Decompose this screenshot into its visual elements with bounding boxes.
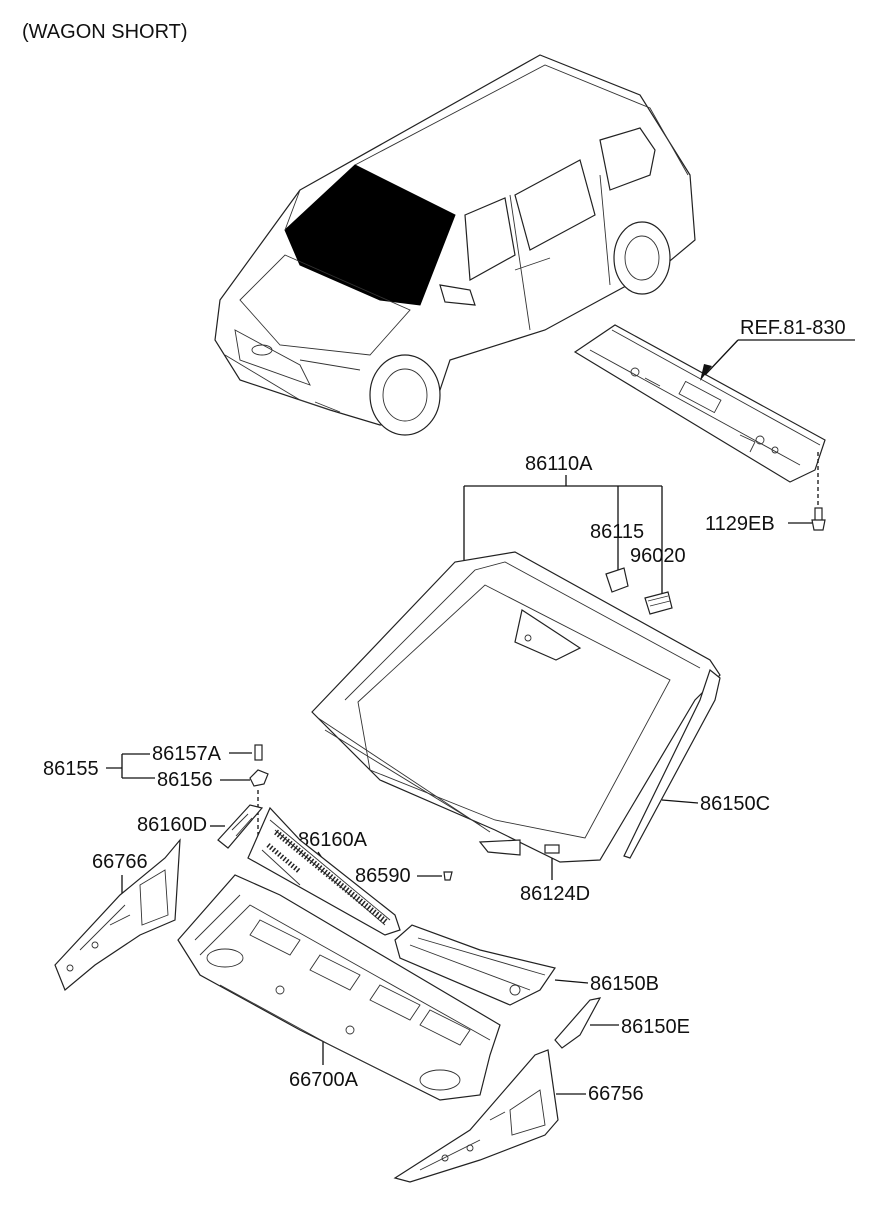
label-86150b: 86150B <box>590 973 659 995</box>
diagram-title: (WAGON SHORT) <box>22 21 188 43</box>
arrow-ref <box>700 364 712 381</box>
part-66766 <box>54 838 181 991</box>
part-86160d <box>217 804 264 849</box>
leader-86110a <box>463 475 663 595</box>
part-86160d-detail <box>231 813 253 837</box>
windshield-glass <box>311 551 721 863</box>
part-86150e <box>554 997 602 1049</box>
label-86124d: 86124D <box>520 883 590 905</box>
label-96020: 96020 <box>630 545 686 567</box>
label-66766: 66766 <box>92 851 148 873</box>
part-86150b <box>394 924 556 1006</box>
label-ref: REF.81-830 <box>740 317 846 339</box>
label-86150c: 86150C <box>700 793 770 815</box>
leader-86150b <box>554 979 589 984</box>
label-86157a: 86157A <box>152 743 222 765</box>
part-66700a <box>177 874 501 1101</box>
part-86157a <box>254 744 263 761</box>
label-86155: 86155 <box>43 758 99 780</box>
label-86160d: 86160D <box>137 814 207 836</box>
label-86110a: 86110A <box>525 453 593 475</box>
part-86160a <box>247 806 401 936</box>
part-96020-hatch <box>647 595 671 607</box>
clip-86590 <box>443 871 453 881</box>
leader-86155 <box>106 753 155 779</box>
part-66756 <box>393 1049 559 1183</box>
part-86115 <box>605 567 629 593</box>
leader-86150c <box>661 799 699 804</box>
roof-panel-ref <box>573 324 826 483</box>
label-86115: 86115 <box>590 521 644 543</box>
label-86150e: 86150E <box>621 1016 690 1038</box>
bolt-1129eb <box>811 507 826 531</box>
label-66756: 66756 <box>588 1083 644 1105</box>
label-66700a: 66700A <box>289 1069 359 1091</box>
leader-86157a-86156 <box>220 752 252 781</box>
label-86160a: 86160A <box>298 829 368 851</box>
label-1129eb: 1129EB <box>705 513 775 535</box>
vehicle-illustration <box>214 54 696 436</box>
label-86156: 86156 <box>157 769 213 791</box>
molding-86150c <box>623 668 721 859</box>
part-96020 <box>644 591 673 615</box>
leader-ref <box>704 339 855 376</box>
label-86590: 86590 <box>355 865 411 887</box>
part-86156 <box>249 769 269 787</box>
